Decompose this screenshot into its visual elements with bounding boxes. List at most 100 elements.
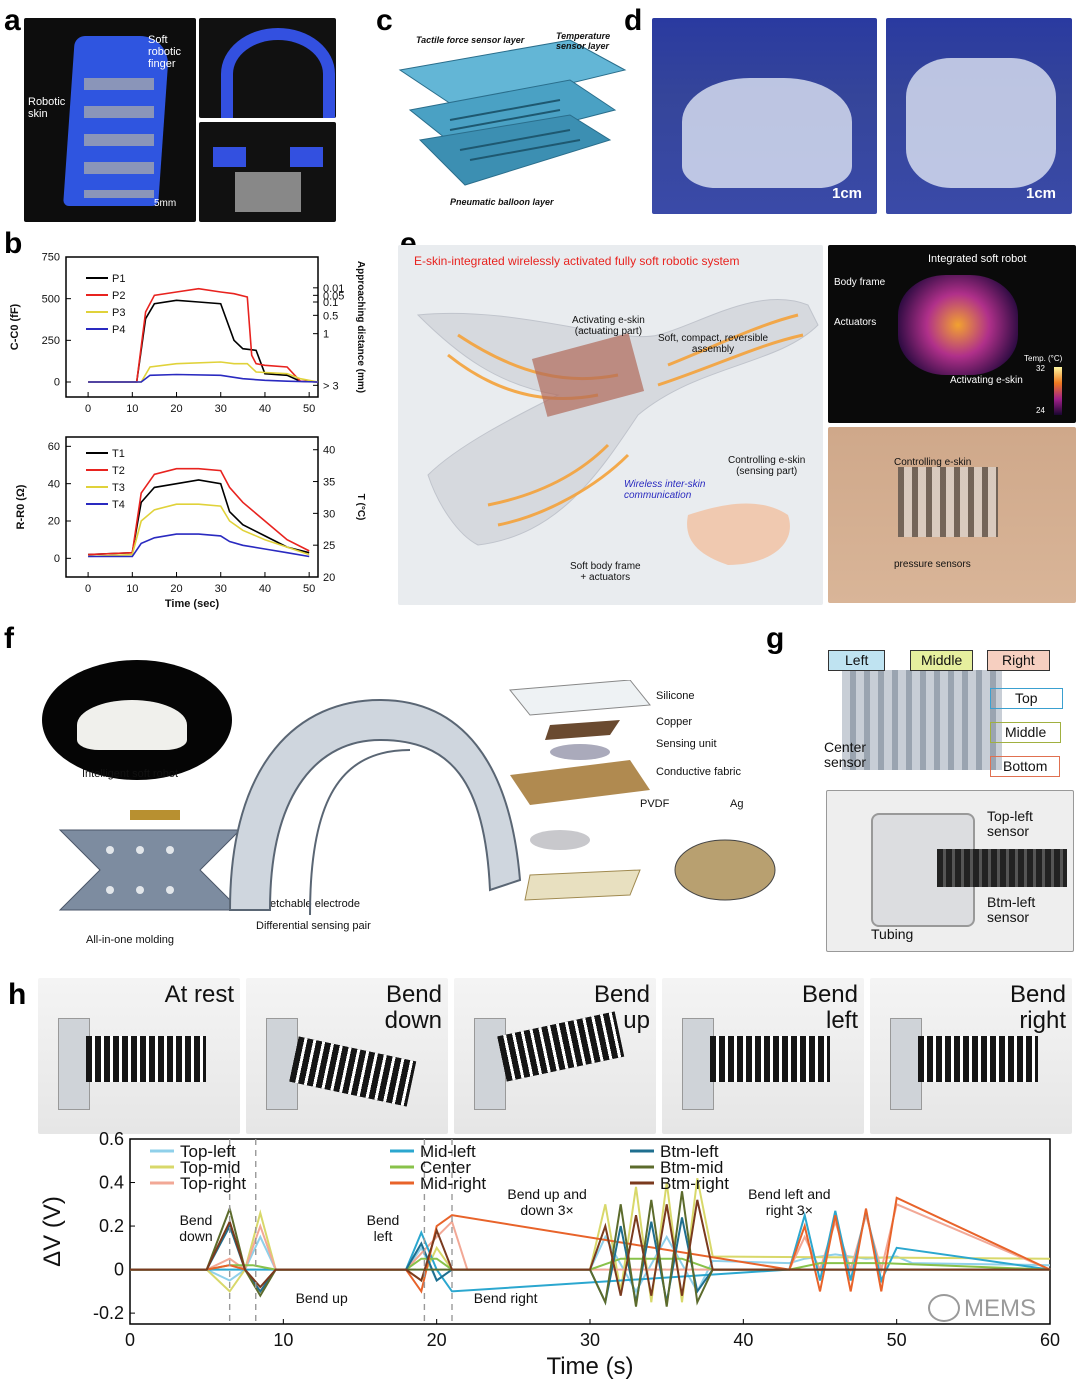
x-tick-label: 0 — [85, 583, 91, 595]
bend-state-label: Bend right — [1009, 981, 1066, 1035]
legend-label-btm-right: Btm-right — [660, 1174, 729, 1193]
y2-tick-label: > 3 — [323, 380, 339, 392]
bend-photo: Bend down — [246, 978, 448, 1134]
y2-tick-label: 30 — [323, 508, 335, 520]
bend-state-label: Bend up — [593, 981, 650, 1035]
temp-colorbar — [1054, 367, 1062, 415]
x-tick-label: 50 — [303, 403, 315, 415]
wechat-icon — [928, 1294, 960, 1322]
clamp — [890, 1018, 922, 1110]
x-tick-label: 30 — [580, 1330, 600, 1350]
skin-annotation: Robotic skin — [28, 96, 66, 121]
y-tick-label: 500 — [42, 293, 60, 305]
silicone-label: Silicone — [656, 690, 695, 702]
sensor-block-diagram: Left Middle Right Top Middle Bottom — [822, 650, 1072, 780]
controlling-eskin-label-2: Controlling e-skin — [894, 457, 972, 468]
x-tick-label: 10 — [126, 403, 138, 415]
x-tick-label: 50 — [887, 1330, 907, 1350]
scale-5mm: 5mm — [154, 198, 177, 209]
panel-label-h: h — [8, 978, 27, 1011]
middle-box: Middle — [910, 650, 974, 672]
pvdf-label: PVDF — [640, 798, 670, 810]
middle-row-box: Middle — [990, 722, 1062, 744]
y-tick-label: 20 — [48, 516, 60, 528]
temp-hi: 32 — [1036, 364, 1045, 373]
tubing-label: Tubing — [871, 926, 914, 942]
gripper-arc — [221, 28, 335, 118]
left-box: Left — [828, 650, 886, 672]
legend-label-p4: P4 — [112, 324, 125, 336]
series-line-t3 — [88, 503, 310, 558]
y2-tick-label: 0.05 — [323, 290, 344, 302]
y2-axis-label: T (°C) — [355, 494, 366, 521]
y2-tick-label: 0.1 — [323, 297, 338, 309]
y-tick-label: 750 — [42, 252, 60, 264]
annotation-bend-left: left — [374, 1228, 393, 1244]
series-line-btm-left — [130, 1217, 1050, 1306]
series-line-t4 — [88, 533, 310, 558]
soft-robot-frame — [416, 299, 819, 565]
wireless-label: Wireless inter-skin communication — [624, 479, 706, 501]
btmleft-sensor-label: Btm-left sensor — [987, 894, 1036, 926]
panel-label-b: b — [4, 227, 23, 260]
bend-photo: At rest — [38, 978, 240, 1134]
assembly-label: Soft, compact, reversible assembly — [658, 333, 769, 355]
x-tick-label: 30 — [215, 583, 227, 595]
annotation-bend-down: Bend — [180, 1212, 213, 1228]
panel-e: e E-skin-integrated wirelessly activated… — [390, 225, 1080, 615]
panel-label-c: c — [376, 4, 393, 37]
series-line-t2 — [88, 467, 310, 556]
scale-left: 1cm — [832, 185, 863, 202]
annotation-bend-up: Bend up — [296, 1290, 348, 1306]
y-tick-label: 0 — [54, 553, 60, 565]
x-axis-label: Time (s) — [546, 1353, 633, 1380]
y-tick-label: 0 — [54, 377, 60, 389]
electrode-label: Stretchable electrode — [256, 898, 360, 910]
y2-tick-label: 35 — [323, 477, 335, 489]
x-tick-label: 40 — [259, 403, 271, 415]
gripper-photo-right: 1cm — [886, 18, 1072, 214]
panel-a: a Soft robotic finger Robotic skin 5mm — [0, 0, 340, 225]
y-tick-label: 250 — [42, 335, 60, 347]
legend-label-mid-left: Mid-left — [420, 1142, 476, 1161]
annotation-bend-updown: down 3× — [520, 1202, 573, 1218]
legend-label-btm-mid: Btm-mid — [660, 1158, 723, 1177]
y-tick-label: 0.2 — [99, 1216, 124, 1236]
e-main-illustration: E-skin-integrated wirelessly activated f… — [398, 245, 823, 605]
annotation-bend-leftright: Bend left and — [748, 1186, 831, 1202]
y2-axis-label: Approaching distance (mm) — [355, 261, 366, 393]
x-tick-label: 0 — [85, 403, 91, 415]
legend-label-p2: P2 — [112, 290, 125, 302]
x-tick-label: 40 — [733, 1330, 753, 1350]
transparent-gripper-right — [906, 58, 1056, 188]
sensor-photo: Top-left sensor Btm-left sensor Tubing — [826, 790, 1074, 952]
bend-photo: Bend right — [870, 978, 1072, 1134]
e-wrist-photo: Controlling e-skin pressure sensors — [828, 427, 1076, 603]
curved-sensor-array — [228, 698, 522, 916]
y-tick-label: 40 — [48, 478, 60, 490]
clamp — [474, 1018, 506, 1110]
tactile-layer-label: Tactile force sensor layer — [416, 35, 525, 45]
legend-label-center: Center — [420, 1158, 471, 1177]
intelligent-robot-label: Intelligent soft robot — [82, 768, 179, 780]
finger-annotation: Soft robotic finger — [148, 34, 182, 71]
y-axis-label: ΔV (V) — [39, 1196, 66, 1267]
sensor-block — [842, 670, 1002, 770]
thermal-glow — [898, 275, 1018, 375]
legend-label-t2: T2 — [112, 465, 125, 477]
annotation-bend-right: Bend right — [474, 1290, 538, 1306]
center-sensor-label: Center sensor — [824, 739, 867, 771]
series-line-p3 — [88, 361, 319, 383]
series-line-p4 — [88, 373, 319, 383]
x-axis-label: Time (sec) — [165, 598, 220, 610]
sensor-strip — [918, 1036, 1038, 1082]
bend-state-label: Bend down — [384, 981, 442, 1035]
sensing-unit-label: Sensing unit — [656, 738, 717, 750]
gripper-closed-photo — [199, 122, 336, 222]
temp-lo: 24 — [1036, 406, 1045, 415]
annotation-bend-left: Bend — [367, 1212, 400, 1228]
sensor-patch — [898, 467, 998, 537]
